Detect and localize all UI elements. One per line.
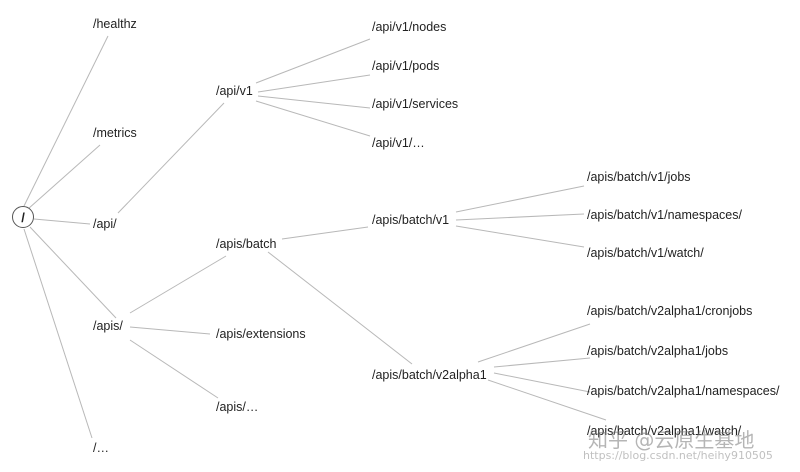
edge-bv2-cronjobs xyxy=(477,323,591,363)
node-etc: /… xyxy=(93,441,109,455)
node-api: /api/ xyxy=(93,217,117,231)
node-apis-etc: /apis/… xyxy=(216,400,259,414)
edge-v1-services xyxy=(257,95,371,109)
edge-v1-nodes xyxy=(255,38,371,84)
edge-bv1-namespaces xyxy=(455,213,585,221)
node-api-v1: /api/v1 xyxy=(216,84,253,98)
edge-bv1-watch xyxy=(455,225,585,248)
edge-bv2-namespaces xyxy=(493,372,591,393)
edge-root-metrics xyxy=(27,144,101,210)
node-api-v1-services: /api/v1/services xyxy=(372,97,459,111)
node-batch-v1-watch: /apis/batch/v1/watch/ xyxy=(587,246,704,260)
edge-batch-v2alpha1 xyxy=(267,251,413,365)
edge-v1-etc xyxy=(255,100,371,137)
edge-apis-extensions xyxy=(129,326,211,335)
edge-api-v1 xyxy=(117,102,225,214)
edge-root-api xyxy=(33,218,91,225)
root-node: / xyxy=(12,206,34,228)
node-v2alpha1-jobs: /apis/batch/v2alpha1/jobs xyxy=(587,344,729,358)
root-label: / xyxy=(21,209,25,225)
node-apis-extensions: /apis/extensions xyxy=(216,327,306,341)
node-metrics: /metrics xyxy=(93,126,137,140)
edge-v1-pods xyxy=(257,74,371,93)
edge-root-healthz xyxy=(23,35,109,207)
edge-apis-batch xyxy=(129,255,227,314)
edge-batch-v1 xyxy=(281,226,369,240)
edge-apis-etc xyxy=(129,339,219,399)
node-v2alpha1-cronjobs: /apis/batch/v2alpha1/cronjobs xyxy=(587,304,753,318)
edge-root-etc xyxy=(23,228,93,439)
edge-bv2-jobs xyxy=(493,357,591,368)
watermark-brand: 知乎 @云原生基地 xyxy=(588,428,755,452)
node-api-v1-pods: /api/v1/pods xyxy=(372,59,440,73)
node-api-v1-nodes: /api/v1/nodes xyxy=(372,20,447,34)
node-batch-v1-jobs: /apis/batch/v1/jobs xyxy=(587,170,691,184)
node-v2alpha1-namespaces: /apis/batch/v2alpha1/namespaces/ xyxy=(587,384,780,398)
node-batch-v1: /apis/batch/v1 xyxy=(372,213,450,227)
node-healthz: /healthz xyxy=(93,17,137,31)
watermark-url: https://blog.csdn.net/heihy910505 xyxy=(583,449,773,462)
edge-root-apis xyxy=(29,226,117,319)
edge-bv2-watch xyxy=(487,379,607,421)
node-batch-v1-namespaces: /apis/batch/v1/namespaces/ xyxy=(587,208,742,222)
node-apis: /apis/ xyxy=(93,319,123,333)
node-batch-v2alpha1: /apis/batch/v2alpha1 xyxy=(372,368,487,382)
node-api-v1-etc: /api/v1/… xyxy=(372,136,425,150)
node-v2alpha1-watch: /apis/batch/v2alpha1/watch/ xyxy=(587,424,742,438)
node-apis-batch: /apis/batch xyxy=(216,237,277,251)
edge-bv1-jobs xyxy=(455,185,585,213)
